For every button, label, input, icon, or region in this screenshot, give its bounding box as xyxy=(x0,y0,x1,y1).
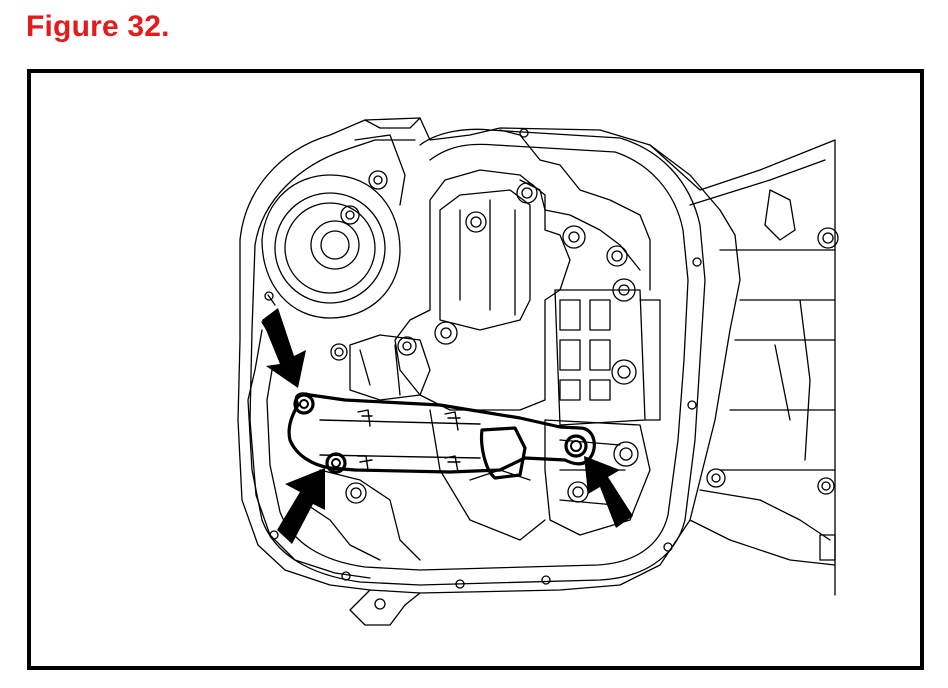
strainer-clips xyxy=(319,409,481,473)
pan-flange xyxy=(247,128,706,586)
arrow-right xyxy=(584,456,633,528)
figure-frame xyxy=(27,69,924,670)
figure-title: Figure 32. xyxy=(26,10,170,43)
arrow-lower-left xyxy=(277,468,325,544)
callout-arrows xyxy=(262,308,633,544)
pump-drum xyxy=(261,117,421,336)
transmission-case xyxy=(237,117,839,626)
arrow-upper-left xyxy=(262,308,306,388)
oil-strainer xyxy=(287,392,596,480)
bolts xyxy=(264,128,702,610)
valve-body xyxy=(299,129,661,561)
